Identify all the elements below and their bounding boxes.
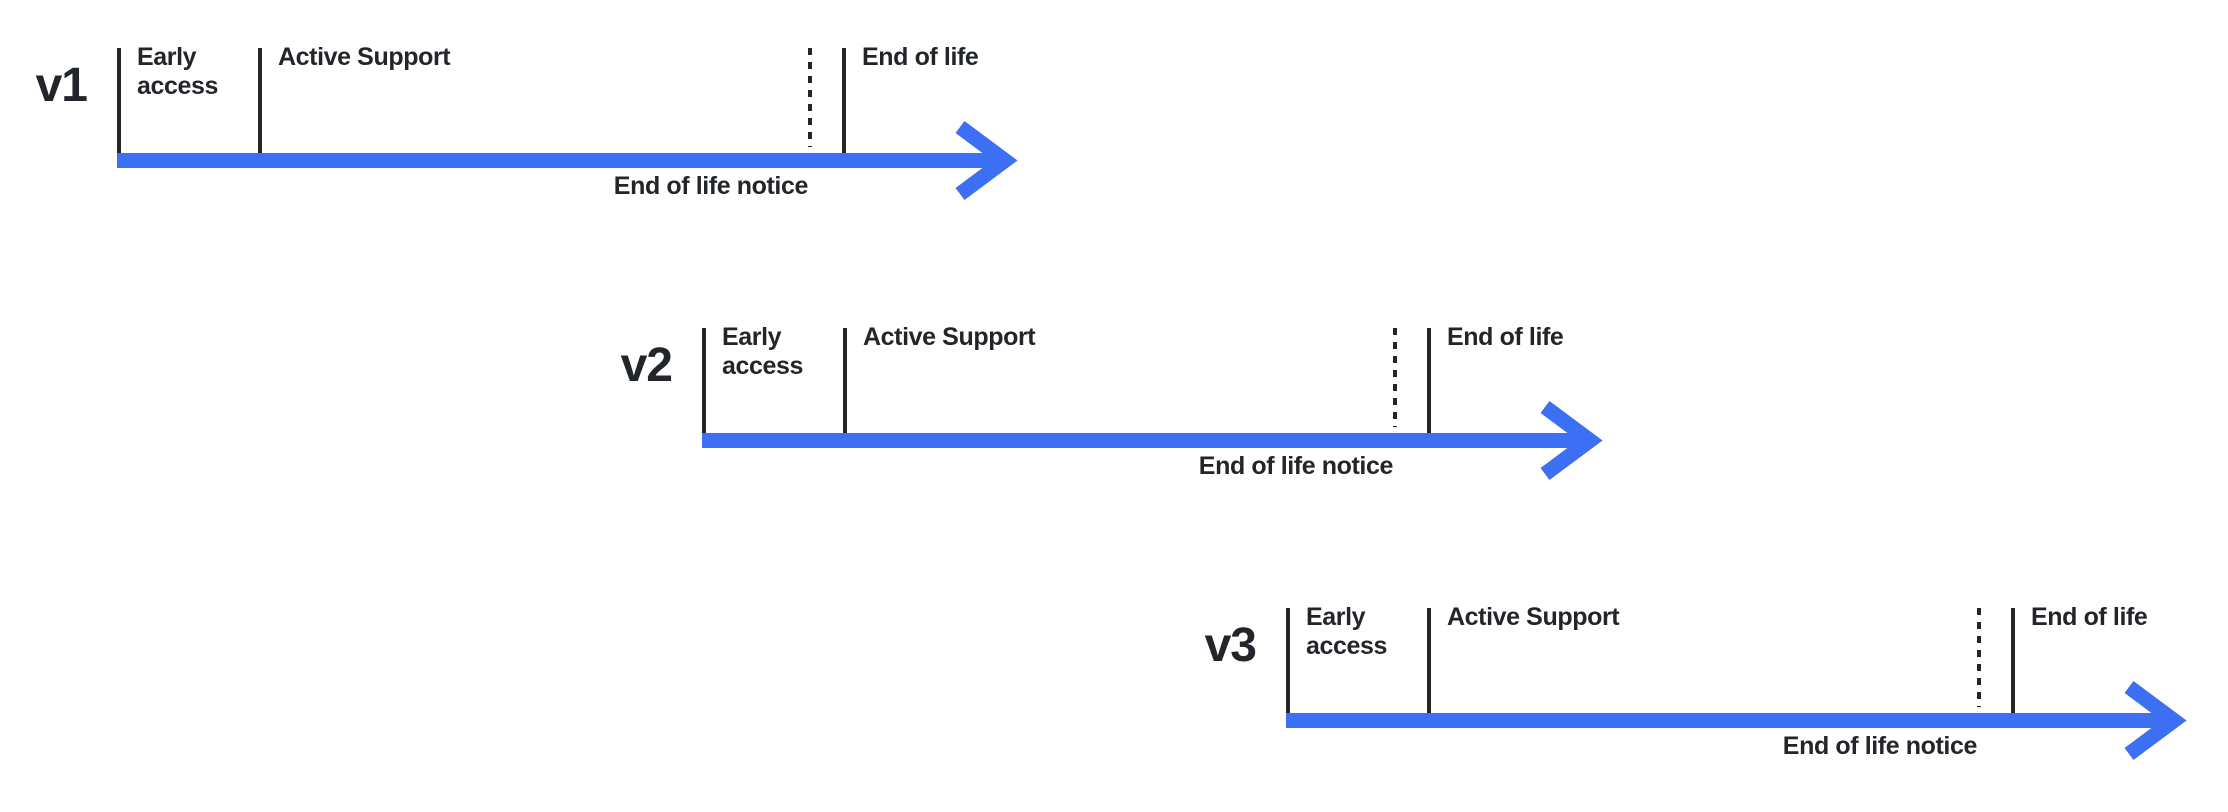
end-of-life-tick <box>842 48 846 153</box>
end-of-life-tick <box>2011 608 2015 713</box>
timeline-arrow <box>702 400 1603 481</box>
end-of-life-tick <box>1427 328 1431 433</box>
phase-label-early-access: Early access <box>1306 603 1388 660</box>
eol-notice-label: End of life notice <box>1198 452 1394 480</box>
early-access-start-tick <box>702 328 706 433</box>
version-label: v1 <box>35 59 88 112</box>
version-label: v3 <box>1204 619 1257 672</box>
phase-label-end-of-life: End of life <box>1447 323 1564 351</box>
phase-label-end-of-life: End of life <box>2031 603 2148 631</box>
arrow-bar <box>702 433 1582 448</box>
arrowhead-icon <box>2124 680 2187 761</box>
timeline-arrow <box>1286 680 2187 761</box>
eol-notice-label: End of life notice <box>1782 732 1978 760</box>
eol-notice-dashed-tick <box>1393 328 1397 427</box>
early-access-start-tick <box>117 48 121 153</box>
phase-label-active-support: Active Support <box>1447 603 1620 631</box>
arrowhead-icon <box>955 120 1018 201</box>
early-access-start-tick <box>1286 608 1290 713</box>
version-label: v2 <box>620 339 673 392</box>
phase-label-early-access: Early access <box>137 43 219 100</box>
active-support-start-tick <box>1427 608 1431 713</box>
timeline-v2: v2 Early access Active Support End of li… <box>621 323 1622 523</box>
active-support-start-tick <box>843 328 847 433</box>
timeline-v3: v3 Early access Active Support End of li… <box>1205 603 2206 803</box>
eol-notice-dashed-tick <box>1977 608 1981 707</box>
arrow-bar <box>1286 713 2166 728</box>
timeline-arrow <box>117 120 1018 201</box>
eol-notice-label: End of life notice <box>613 172 809 200</box>
arrow-bar <box>117 153 997 168</box>
phase-label-early-access: Early access <box>722 323 804 380</box>
timeline-v1: v1 Early access Active Support End of li… <box>36 43 1037 243</box>
phase-label-end-of-life: End of life <box>862 43 979 71</box>
arrowhead-icon <box>1540 400 1603 481</box>
phase-label-active-support: Active Support <box>863 323 1036 351</box>
active-support-start-tick <box>258 48 262 153</box>
eol-notice-dashed-tick <box>808 48 812 147</box>
phase-label-active-support: Active Support <box>278 43 451 71</box>
